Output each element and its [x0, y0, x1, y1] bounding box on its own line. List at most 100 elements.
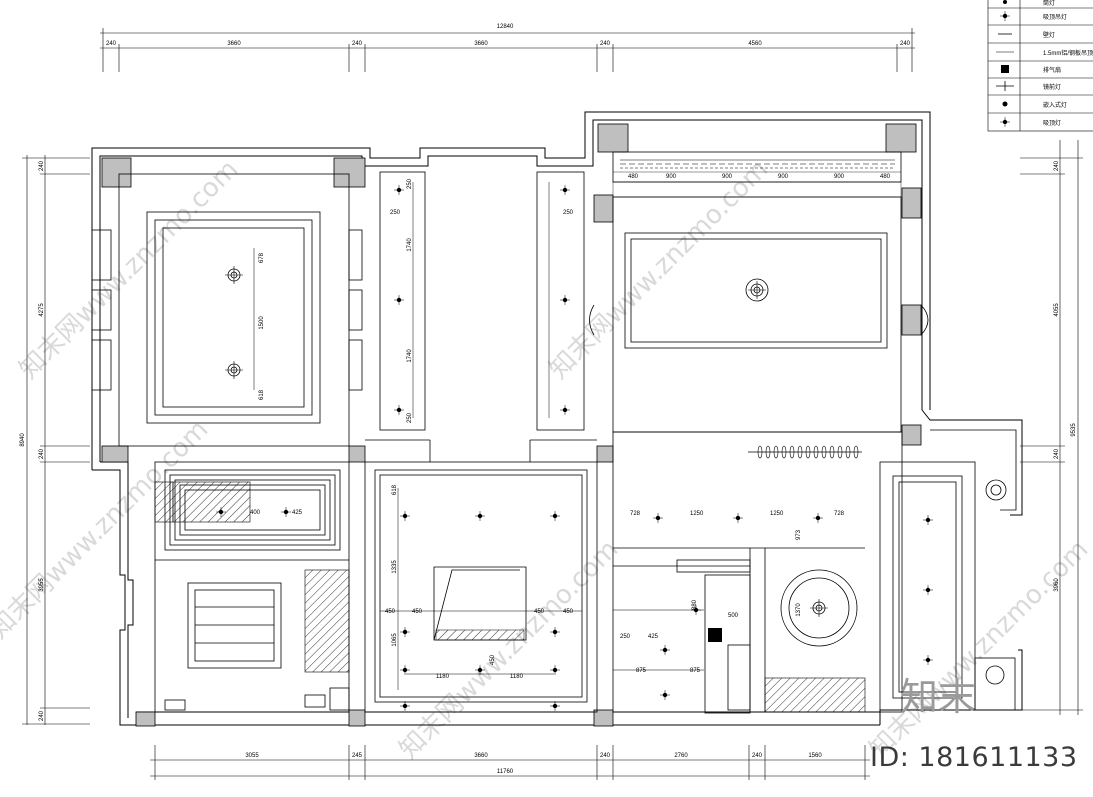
vent-slots — [757, 445, 859, 459]
svg-text:250: 250 — [563, 210, 574, 216]
svg-text:450: 450 — [385, 609, 396, 615]
svg-text:3960: 3960 — [1054, 578, 1060, 592]
svg-text:3660: 3660 — [227, 41, 241, 47]
room-far-right — [879, 429, 1017, 711]
svg-text:1065: 1065 — [392, 633, 398, 647]
watermark-text-5: 知末网www.znzmo.com — [864, 534, 1093, 765]
bottom-dimension-chain — [150, 745, 870, 780]
svg-text:240: 240 — [39, 448, 45, 459]
svg-text:3660: 3660 — [474, 41, 488, 47]
downlight-icon — [474, 510, 486, 522]
svg-text:1370: 1370 — [796, 603, 802, 617]
downlight-icon — [922, 654, 934, 666]
svg-text:4275: 4275 — [39, 303, 45, 317]
left-segment-dims: 240 4275 240 3955 240 — [39, 160, 45, 721]
svg-text:吸顶吊灯: 吸顶吊灯 — [1043, 13, 1067, 21]
svg-text:3055: 3055 — [245, 753, 259, 759]
svg-text:900: 900 — [722, 174, 733, 180]
hatched-counter — [764, 677, 866, 713]
svg-text:吸顶灯: 吸顶灯 — [1043, 119, 1061, 127]
downlight-icon — [399, 510, 411, 522]
svg-text:450: 450 — [412, 609, 423, 615]
svg-text:250: 250 — [620, 634, 631, 640]
downlight-icon — [659, 689, 671, 701]
svg-text:240: 240 — [1054, 160, 1060, 171]
svg-text:240: 240 — [752, 753, 763, 759]
watermark-text-2: 知末网www.znzmo.com — [544, 154, 775, 385]
room-top-middle — [365, 171, 597, 462]
pendant-lamp-icon — [224, 360, 244, 380]
downlight-icon — [280, 506, 292, 518]
downlight-icon — [559, 404, 571, 416]
svg-text:250: 250 — [407, 412, 413, 423]
downlight-icon — [399, 664, 411, 676]
legend-labels: 筒灯 吸顶吊灯 壁灯 1.5mm铝/钢板吊顶 排气扇 镜前灯 嵌入式灯 吸顶灯 — [1043, 0, 1093, 127]
top-total-dim: 12840 — [497, 24, 514, 30]
downlight-icon — [652, 512, 664, 524]
svg-text:450: 450 — [563, 609, 574, 615]
svg-text:250: 250 — [407, 178, 413, 189]
downlight-icon — [732, 512, 744, 524]
svg-text:678: 678 — [259, 252, 265, 263]
downlight-icon — [549, 626, 561, 638]
svg-text:728: 728 — [834, 511, 845, 517]
svg-text:2760: 2760 — [674, 753, 688, 759]
hatched-wall — [304, 569, 350, 673]
svg-text:425: 425 — [292, 510, 303, 516]
downlight-icon — [393, 404, 405, 416]
downlight-icon — [559, 294, 571, 306]
hatched-strip — [435, 629, 525, 641]
downlight-icon — [559, 184, 571, 196]
wall-niches-left — [91, 229, 363, 391]
svg-text:1250: 1250 — [690, 511, 704, 517]
svg-text:1250: 1250 — [770, 511, 784, 517]
room-bottom-right — [612, 431, 903, 714]
downlight-icon — [393, 294, 405, 306]
downlight-icon — [549, 700, 561, 712]
legend-symbols — [996, 0, 1014, 128]
svg-text:镜前灯: 镜前灯 — [1043, 83, 1061, 91]
svg-text:480: 480 — [628, 174, 639, 180]
image-id-label: ID: 181611133 — [870, 742, 1078, 773]
svg-text:1.5mm铝/钢板吊顶: 1.5mm铝/钢板吊顶 — [1043, 49, 1093, 57]
downlight-icon — [399, 626, 411, 638]
svg-text:728: 728 — [630, 511, 641, 517]
top-segment-dims: 240 3660 240 3660 240 4560 240 — [106, 41, 911, 47]
left-dimension-chain — [22, 155, 90, 725]
brand-watermark: 知末 — [900, 675, 977, 719]
svg-text:1180: 1180 — [436, 674, 450, 680]
outer-walls — [91, 111, 1023, 726]
svg-text:4055: 4055 — [1054, 303, 1060, 317]
downlight-icon — [922, 584, 934, 596]
left-total-dim: 8940 — [20, 433, 26, 447]
svg-text:875: 875 — [690, 668, 701, 674]
right-segment-dims: 240 4055 240 3960 — [1054, 160, 1060, 591]
svg-text:900: 900 — [778, 174, 789, 180]
exhaust-fan-icon — [708, 628, 722, 642]
room-bottom-middle — [364, 461, 598, 713]
bottom-total-dim: 11760 — [497, 769, 514, 775]
downlight-icon — [549, 510, 561, 522]
downlight-icon — [922, 514, 934, 526]
svg-text:425: 425 — [648, 634, 659, 640]
svg-text:3955: 3955 — [39, 578, 45, 592]
right-total-dim: 9535 — [1071, 423, 1077, 437]
room-top-left — [118, 173, 350, 447]
svg-text:嵌入式灯: 嵌入式灯 — [1043, 101, 1067, 109]
svg-text:480: 480 — [880, 174, 891, 180]
svg-text:875: 875 — [636, 668, 647, 674]
svg-text:1335: 1335 — [392, 560, 398, 574]
pendant-lamp-icon — [224, 265, 244, 285]
bottom-segment-dims: 3055 245 3660 240 2760 240 1560 — [245, 753, 822, 759]
svg-text:240: 240 — [106, 41, 117, 47]
hatched-counter — [154, 481, 174, 523]
top-right-dims: 480 900 900 900 900 480 — [628, 174, 891, 180]
svg-text:900: 900 — [834, 174, 845, 180]
svg-text:1560: 1560 — [808, 753, 822, 759]
svg-text:240: 240 — [600, 753, 611, 759]
svg-text:排气扇: 排气扇 — [1043, 66, 1061, 74]
right-dimension-chain — [1020, 140, 1083, 715]
legend-table — [987, 0, 1093, 132]
svg-text:240: 240 — [39, 710, 45, 721]
